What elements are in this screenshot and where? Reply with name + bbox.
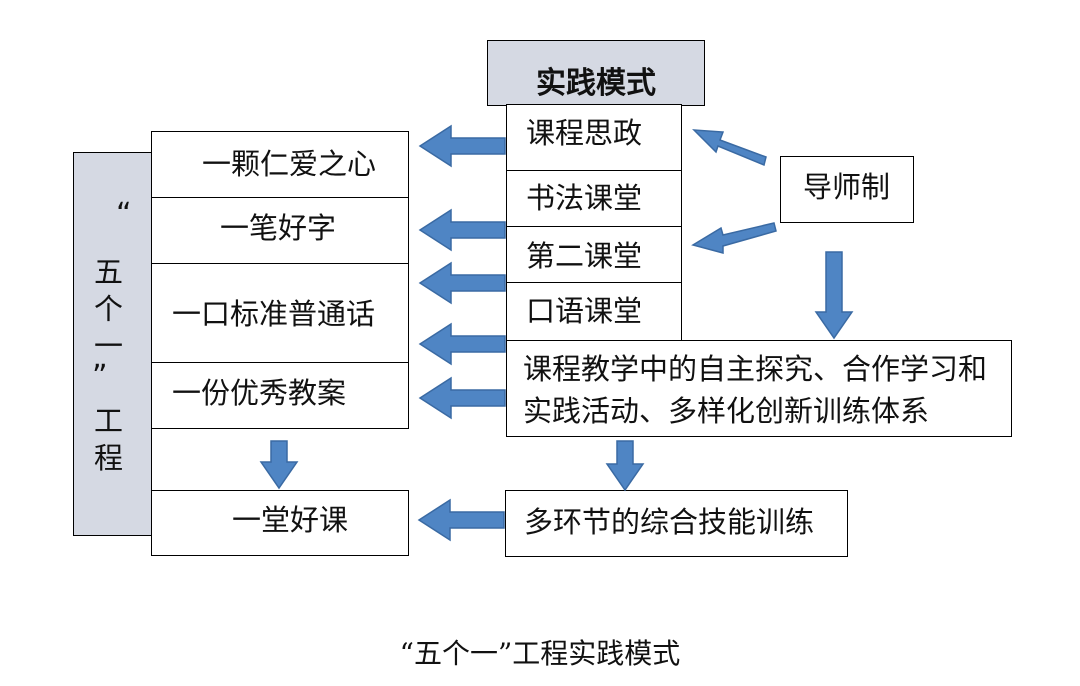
- training-system-line1: 课程教学中的自主探究、合作学习和: [523, 352, 988, 386]
- mid-item-box: 课程思政: [506, 104, 682, 172]
- left-item-box: 一堂好课: [151, 490, 409, 556]
- arrow-left-icon: [418, 376, 506, 420]
- mid-item-second-classroom: 第二课堂: [526, 239, 643, 273]
- figure-caption: “五个一”工程实践模式: [399, 637, 681, 670]
- mentor-box: 导师制: [780, 156, 914, 223]
- mid-item-box: 书法课堂: [506, 170, 682, 228]
- arrow-down-icon: [605, 440, 645, 492]
- left-item-good-class: 一堂好课: [232, 503, 349, 537]
- arrow-left-icon: [417, 498, 505, 542]
- mentor-text: 导师制: [803, 170, 891, 204]
- arrow-down-icon: [259, 440, 299, 490]
- label-char: 程: [94, 441, 124, 475]
- comprehensive-training-text: 多环节的综合技能训练: [524, 505, 815, 539]
- comprehensive-training-box: 多环节的综合技能训练: [505, 490, 848, 557]
- arrow-left-icon: [418, 124, 506, 168]
- left-item-box: 一口标准普通话: [151, 263, 409, 364]
- title-text: 实践模式: [536, 66, 656, 101]
- arrow-left-icon: [418, 208, 506, 252]
- label-char: 五: [94, 255, 124, 289]
- arrow-diagonal-icon: [692, 129, 767, 167]
- label-char: 工: [94, 404, 124, 438]
- mid-item-ideology: 课程思政: [526, 116, 643, 150]
- mid-item-box: 第二课堂: [506, 226, 682, 284]
- arrow-left-icon: [418, 261, 506, 305]
- left-item-box: 一颗仁爱之心: [151, 131, 409, 199]
- training-system-line2: 实践活动、多样化创新训练体系: [523, 394, 930, 428]
- label-char: 一: [94, 329, 124, 363]
- mid-item-box: 口语课堂: [506, 282, 682, 342]
- left-item-mandarin: 一口标准普通话: [172, 297, 376, 331]
- arrow-down-icon: [814, 251, 854, 340]
- mid-item-calligraphy: 书法课堂: [526, 181, 643, 215]
- five-one-project-label: “ 五 个 一 ” 工 程: [73, 152, 152, 536]
- left-item-handwriting: 一笔好字: [220, 211, 337, 245]
- training-system-box: 课程教学中的自主探究、合作学习和 实践活动、多样化创新训练体系: [506, 340, 1012, 437]
- title-box: 实践模式: [487, 40, 705, 106]
- label-quote-open: “: [116, 197, 132, 232]
- left-item-box: 一份优秀教案: [151, 362, 409, 429]
- label-char: 个: [94, 292, 124, 326]
- left-item-box: 一笔好字: [151, 197, 409, 265]
- arrow-left-icon: [418, 322, 506, 366]
- left-item-lesson-plan: 一份优秀教案: [172, 376, 347, 410]
- left-item-compassion: 一颗仁爱之心: [202, 147, 377, 181]
- mid-item-oral: 口语课堂: [526, 294, 643, 328]
- label-quote-close: ”: [92, 359, 108, 394]
- arrow-diagonal-icon: [691, 222, 777, 254]
